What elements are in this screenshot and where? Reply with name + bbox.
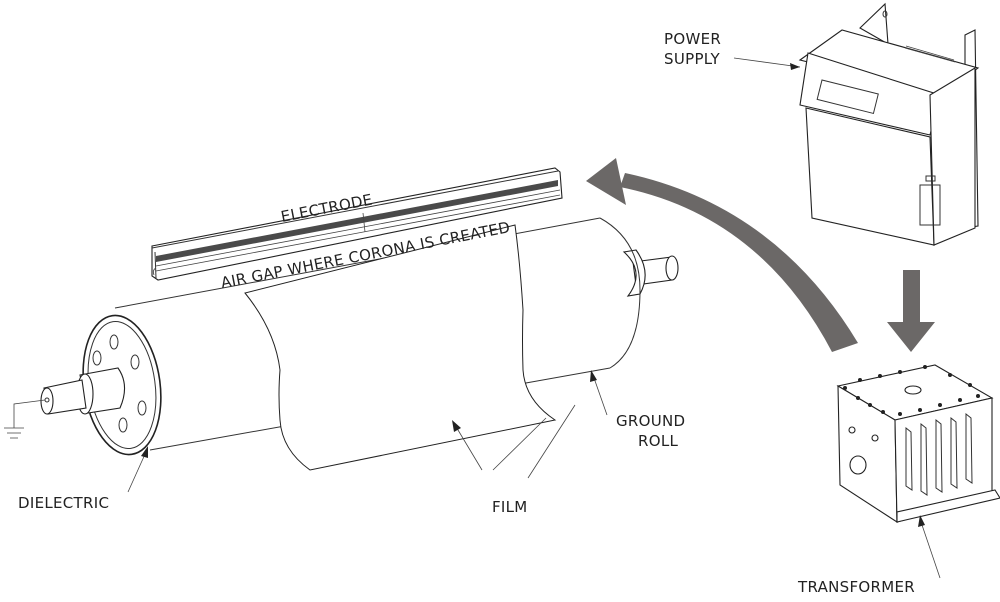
ground-symbol-icon	[4, 399, 46, 439]
label-power-supply-line2: SUPPLY	[664, 50, 720, 68]
flow-arrow-to-electrode-icon	[586, 158, 858, 352]
label-transformer: TRANSFORMER	[797, 578, 915, 596]
label-power-supply-line1: POWER	[664, 30, 721, 48]
label-ground-roll-line1: GROUND	[616, 412, 685, 430]
dielectric-end	[40, 314, 162, 456]
flow-arrow-to-transformer-icon	[887, 270, 935, 352]
power-supply	[798, 2, 980, 246]
electrode	[151, 167, 563, 281]
film	[244, 224, 557, 471]
label-film: FILM	[492, 498, 528, 516]
label-dielectric: DIELECTRIC	[18, 494, 109, 512]
leader-lines	[127, 57, 941, 579]
label-ground-roll-line2: ROLL	[638, 432, 678, 450]
transformer	[836, 364, 1000, 524]
